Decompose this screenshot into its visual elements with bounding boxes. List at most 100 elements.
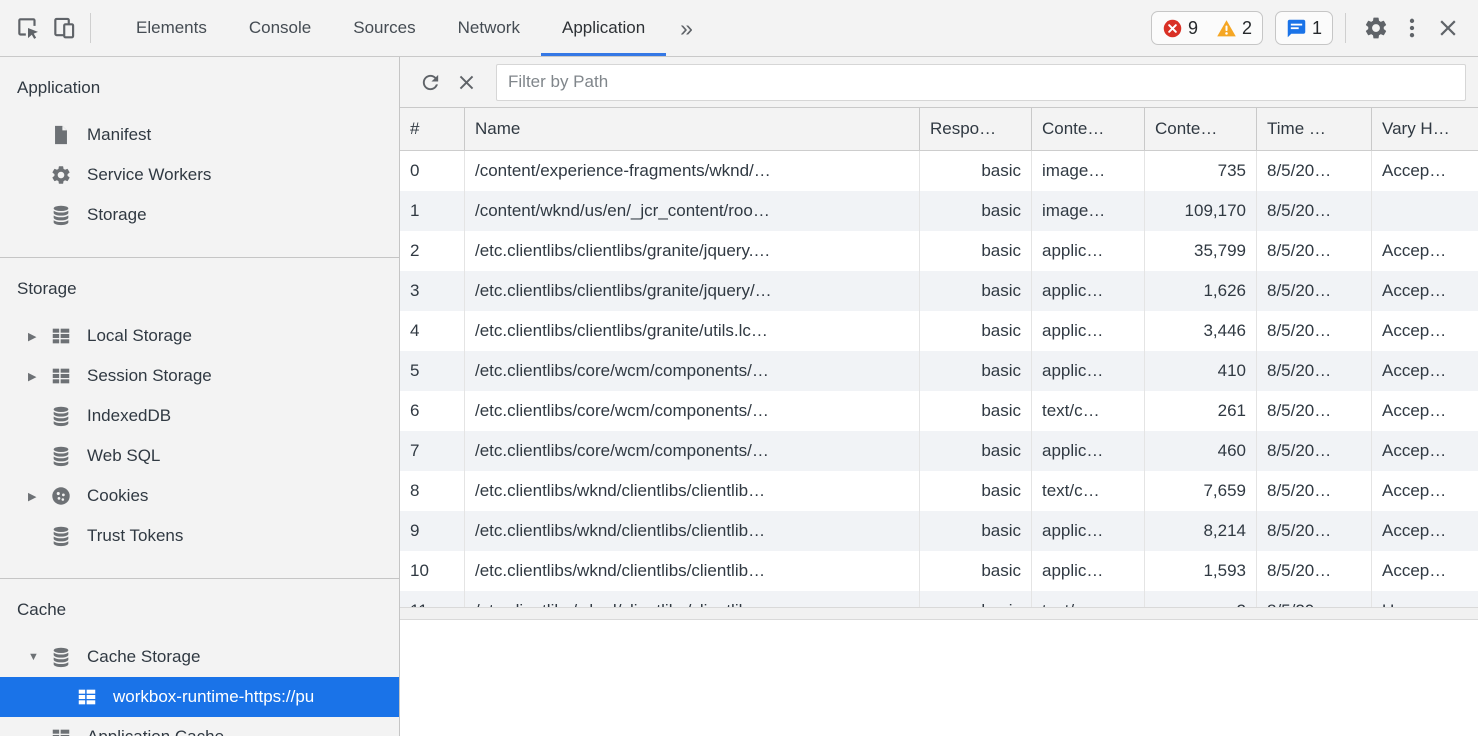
cell-name: /etc.clientlibs/wknd/clientlibs/clientli… [465,551,920,591]
gear-icon [50,164,72,186]
tab-console[interactable]: Console [228,0,332,56]
cell-content_type: applic… [1032,431,1145,471]
tab-application[interactable]: Application [541,0,666,56]
clear-button[interactable] [448,64,484,100]
sidebar-item-cache-storage[interactable]: ▼ Cache Storage [0,637,399,677]
tab-sources[interactable]: Sources [332,0,436,56]
cache-entry-row-5[interactable]: 5/etc.clientlibs/core/wcm/components/…ba… [400,351,1478,391]
cell-time: 8/5/20… [1257,551,1372,591]
messages-badge-group[interactable]: 1 [1275,11,1333,45]
cache-entry-row-11[interactable]: 11/etc.clientlibs/wknd/clientlibs/client… [400,591,1478,607]
database-icon [50,646,72,668]
cell-response_type: basic [920,391,1032,431]
sidebar-item-label: Trust Tokens [87,526,183,546]
column-header-0[interactable]: # [400,108,465,150]
sidebar-item-label: Storage [87,205,147,225]
tab-network[interactable]: Network [437,0,541,56]
refresh-button[interactable] [412,64,448,100]
cell-vary: Accep… [1372,271,1478,311]
cell-vary: Accep… [1372,231,1478,271]
sidebar-item-storage[interactable]: Storage [0,195,399,235]
kebab-menu-button[interactable] [1394,10,1430,46]
sidebar-section-cache: Cache▼Cache Storageworkbox-runtime-https… [0,579,399,736]
cell-vary: Accep… [1372,511,1478,551]
cache-entry-row-9[interactable]: 9/etc.clientlibs/wknd/clientlibs/clientl… [400,511,1478,551]
cell-response_type: basic [920,231,1032,271]
issues-badge-group[interactable]: 9 2 [1151,11,1263,45]
column-header-4[interactable]: Conte… [1145,108,1257,150]
expand-arrow-icon[interactable]: ▶ [28,370,50,383]
cell-content_type: applic… [1032,511,1145,551]
expand-arrow-icon[interactable]: ▶ [28,330,50,343]
column-header-2[interactable]: Respo… [920,108,1032,150]
sidebar-item-application-cache[interactable]: Application Cache [0,717,399,736]
sidebar-item-workbox-runtime-https-pu[interactable]: workbox-runtime-https://pu [0,677,399,717]
message-count: 1 [1312,18,1322,39]
warning-icon [1216,18,1237,39]
inspect-element-button[interactable] [10,10,46,46]
cache-entry-row-10[interactable]: 10/etc.clientlibs/wknd/clientlibs/client… [400,551,1478,591]
sidebar-item-service-workers[interactable]: Service Workers [0,155,399,195]
sidebar-item-trust-tokens[interactable]: Trust Tokens [0,516,399,556]
panel-tabs: ElementsConsoleSourcesNetworkApplication [115,0,666,56]
cell-name: /content/experience-fragments/wknd/… [465,151,920,191]
cell-name: /etc.clientlibs/core/wcm/components/… [465,431,920,471]
collapse-arrow-icon[interactable]: ▼ [28,651,50,663]
cache-entry-row-1[interactable]: 1/content/wknd/us/en/_jcr_content/roo…ba… [400,191,1478,231]
cell-num: 3 [400,271,465,311]
cache-entry-row-4[interactable]: 4/etc.clientlibs/clientlibs/granite/util… [400,311,1478,351]
sidebar-item-label: Manifest [87,125,151,145]
cell-name: /etc.clientlibs/core/wcm/components/… [465,391,920,431]
sidebar-item-local-storage[interactable]: ▶Local Storage [0,316,399,356]
toolbar-divider [90,13,91,43]
horizontal-scrollbar[interactable] [400,607,1478,620]
column-header-6[interactable]: Vary H… [1372,108,1478,150]
sidebar-item-session-storage[interactable]: ▶Session Storage [0,356,399,396]
grid-icon [76,686,98,708]
cache-entry-row-7[interactable]: 7/etc.clientlibs/core/wcm/components/…ba… [400,431,1478,471]
cell-content_type: applic… [1032,231,1145,271]
column-header-1[interactable]: Name [465,108,920,150]
cache-entry-row-0[interactable]: 0/content/experience-fragments/wknd/…bas… [400,151,1478,191]
device-toolbar-button[interactable] [46,10,82,46]
cell-vary: Accep… [1372,551,1478,591]
kebab-menu-icon [1399,15,1425,41]
cell-time: 8/5/20… [1257,431,1372,471]
device-toolbar-icon [51,15,77,41]
cell-response_type: basic [920,431,1032,471]
sidebar-item-cookies[interactable]: ▶Cookies [0,476,399,516]
message-bubble-icon [1286,18,1307,39]
column-header-5[interactable]: Time … [1257,108,1372,150]
cell-content_type: applic… [1032,271,1145,311]
cache-entry-row-2[interactable]: 2/etc.clientlibs/clientlibs/granite/jque… [400,231,1478,271]
cell-vary: Accep… [1372,431,1478,471]
sidebar-item-indexeddb[interactable]: IndexedDB [0,396,399,436]
cell-name: /content/wknd/us/en/_jcr_content/roo… [465,191,920,231]
grid-icon [50,325,72,347]
cache-entry-row-3[interactable]: 3/etc.clientlibs/clientlibs/granite/jque… [400,271,1478,311]
column-header-3[interactable]: Conte… [1032,108,1145,150]
filter-by-path-input[interactable] [496,64,1466,101]
cell-content_length: 109,170 [1145,191,1257,231]
close-devtools-button[interactable] [1430,10,1466,46]
database-icon [50,204,72,226]
cache-entry-row-6[interactable]: 6/etc.clientlibs/core/wcm/components/…ba… [400,391,1478,431]
sidebar-item-manifest[interactable]: Manifest [0,115,399,155]
sidebar-item-label: Cache Storage [87,647,200,667]
cell-vary: Accep… [1372,151,1478,191]
cell-num: 7 [400,431,465,471]
cell-response_type: basic [920,591,1032,607]
more-tabs-button[interactable]: » [666,15,707,42]
cell-num: 6 [400,391,465,431]
cache-entry-row-8[interactable]: 8/etc.clientlibs/wknd/clientlibs/clientl… [400,471,1478,511]
expand-arrow-icon[interactable]: ▶ [28,490,50,503]
cache-preview-pane [400,620,1478,736]
sidebar-item-web-sql[interactable]: Web SQL [0,436,399,476]
cell-content_type: text/c… [1032,471,1145,511]
tab-elements[interactable]: Elements [115,0,228,56]
settings-button[interactable] [1358,10,1394,46]
cell-num: 10 [400,551,465,591]
cell-content_length: 261 [1145,391,1257,431]
cell-content_type: applic… [1032,311,1145,351]
